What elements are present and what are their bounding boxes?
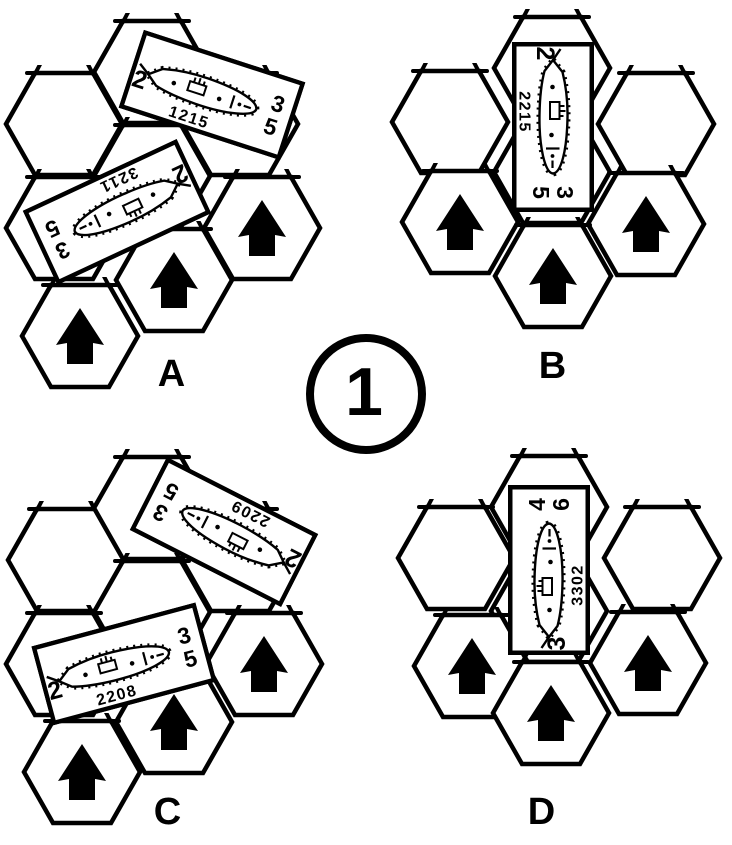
facing-arrow-icon [436,194,484,250]
hex-cell-d-4 [601,499,723,612]
ship-silhouette-icon [536,48,571,177]
counter-stern-top-number: 3 [552,186,578,199]
counter-id-number: 2215 [516,91,533,133]
counter-stern-top-number: 4 [524,498,550,511]
counter-stern-top-number: 3 [175,621,194,649]
hex-cell-d-3 [395,499,517,612]
panel-label-b: B [538,345,568,387]
hex-cell-a-8 [19,277,141,390]
facing-arrow-icon [238,200,286,256]
figure-number-badge: 1 [306,334,426,454]
hex-cell-c-6 [203,605,325,718]
panel-label-a: A [157,353,187,395]
ship-silhouette-icon [46,643,172,690]
facing-arrow-icon [150,694,198,750]
hex-cell-c-8 [21,713,143,826]
facing-arrow-icon [150,252,198,308]
counter-bow-number: 2 [45,675,66,706]
facing-arrow-icon [527,685,575,741]
counter-id-number: 3302 [570,564,587,606]
figure-number: 1 [345,354,383,430]
ship-silhouette-icon [139,63,260,117]
facing-arrow-icon [622,196,670,252]
counter-stern-bottom-number: 6 [548,498,574,511]
hex-cell-d-5 [411,607,533,720]
facing-arrow-icon [58,744,106,800]
panel-label-d: D [527,791,557,833]
hex-cell-b-6 [585,165,707,278]
counter-stern-bottom-number: 5 [528,186,554,199]
facing-arrow-icon [240,636,288,692]
ship-silhouette-icon [179,505,292,575]
panel-label-c: C [153,791,183,833]
facing-arrow-icon [448,638,496,694]
hex-cell-d-6 [587,604,709,717]
hex-cell-a-6 [201,169,323,282]
counter-bow-number: 2 [531,47,559,61]
facing-arrow-icon [56,308,104,364]
hex-cell-b-3 [389,63,511,176]
facing-arrow-icon [624,635,672,691]
facing-arrow-icon [529,248,577,304]
ship-silhouette-icon [531,520,566,649]
counter-bow-number: 3 [543,637,571,651]
ship-silhouette-icon [71,177,192,239]
hex-cell-b-5 [399,163,521,276]
hex-cell-b-7 [492,217,614,330]
hex-cell-d-7 [490,654,612,767]
counter-stern-bottom-number: 5 [181,644,200,672]
